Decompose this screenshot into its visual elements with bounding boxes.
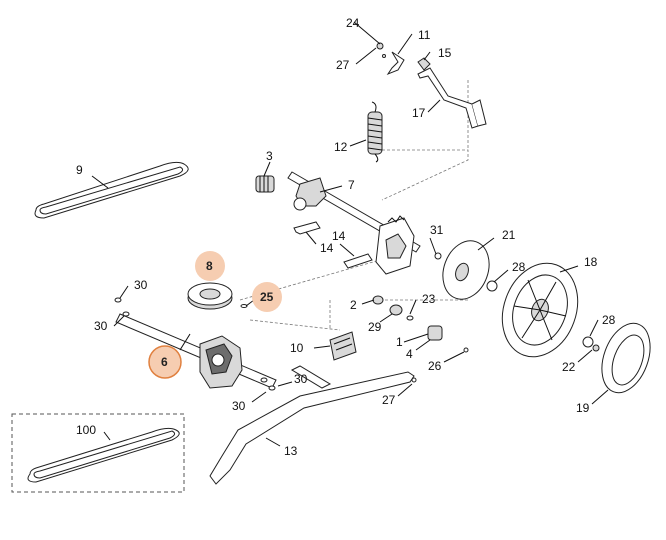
spring-part [367, 101, 383, 163]
callout-30-right[interactable]: 30 [294, 372, 308, 386]
callout-2[interactable]: 2 [350, 298, 357, 312]
callout-17[interactable]: 17 [412, 106, 426, 120]
callout-25[interactable]: 26 [428, 359, 442, 373]
callout-31[interactable]: 31 [430, 223, 444, 237]
callout-8[interactable]: 8 [206, 259, 213, 273]
callout-12[interactable]: 12 [334, 140, 348, 154]
callout-30-top-left[interactable]: 30 [134, 278, 148, 292]
callout-1[interactable]: 1 [396, 335, 403, 349]
callout-13[interactable]: 13 [284, 444, 298, 458]
wheel-part [501, 262, 579, 358]
callout-6[interactable]: 6 [161, 355, 168, 369]
highlight-circle-8 [195, 251, 225, 281]
callout-23[interactable]: 23 [422, 292, 436, 306]
cover-plate-part [329, 331, 357, 361]
highlight-circle-24 [252, 282, 282, 312]
callout-29[interactable]: 29 [368, 320, 382, 334]
callout-28-upper[interactable]: 28 [512, 260, 526, 274]
hub-cap-part [601, 322, 651, 394]
hub-disc-part [442, 240, 490, 300]
bracket-parts [293, 221, 373, 269]
callout-100[interactable]: 100 [76, 423, 96, 437]
callout-7[interactable]: 7 [348, 178, 355, 192]
callout-labels: 24 11 15 27 17 12 3 7 9 14 14 31 21 18 2… [76, 16, 616, 458]
linkage-small-parts [376, 42, 431, 76]
callout-30-bottom[interactable]: 30 [232, 399, 246, 413]
callout-26[interactable]: 27 [382, 393, 396, 407]
belt-kit-box [11, 413, 185, 493]
callout-19[interactable]: 19 [576, 401, 590, 415]
callout-10[interactable]: 10 [290, 341, 304, 355]
callout-24[interactable]: 25 [260, 290, 274, 304]
drive-belt-part [34, 161, 189, 219]
callout-9[interactable]: 9 [76, 163, 83, 177]
callout-15[interactable]: 15 [438, 46, 452, 60]
gearbox-shaft-part [115, 313, 277, 389]
callout-18[interactable]: 18 [584, 255, 598, 269]
callout-22[interactable]: 24 [346, 16, 360, 30]
callout-11[interactable]: 11 [418, 28, 431, 42]
callout-28-lower[interactable]: 28 [602, 313, 616, 327]
pulley-part [187, 282, 233, 310]
callout-14-upper[interactable]: 14 [332, 229, 346, 243]
callout-3[interactable]: 3 [266, 149, 273, 163]
washer-parts [114, 252, 600, 391]
handle-bar-part [209, 365, 415, 485]
lever-rod-part [417, 67, 487, 129]
small-gear-part [255, 175, 275, 193]
highlight-circle-6 [148, 345, 182, 379]
callout-20[interactable]: 21 [502, 228, 516, 242]
callout-21[interactable]: 22 [562, 360, 576, 374]
highlight-circles [148, 251, 282, 379]
leader-lines [91, 21, 609, 447]
callout-4[interactable]: 4 [406, 347, 413, 361]
callout-14-lower[interactable]: 14 [320, 241, 334, 255]
callout-27[interactable]: 27 [336, 58, 350, 72]
callout-30-mid-left[interactable]: 30 [94, 319, 108, 333]
